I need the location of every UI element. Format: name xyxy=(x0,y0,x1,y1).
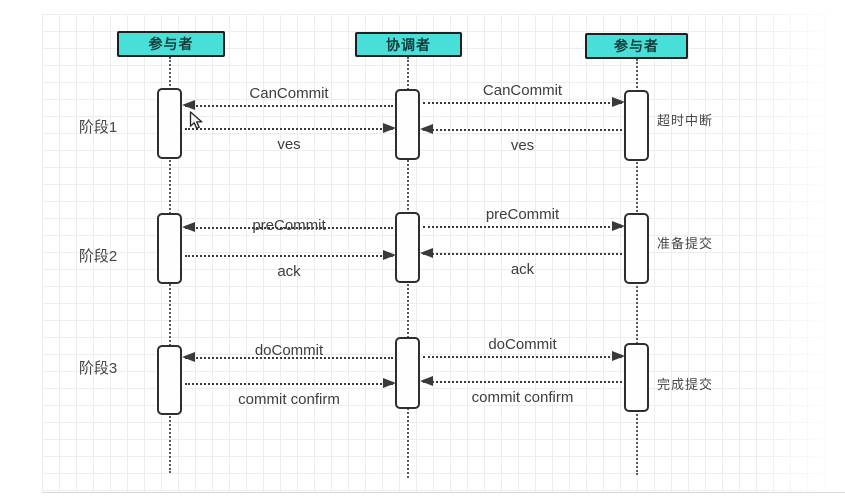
message-label: doCommit xyxy=(488,336,557,353)
message-line xyxy=(423,356,622,358)
message-line xyxy=(185,357,393,359)
message-line xyxy=(423,129,622,131)
message-label: ves xyxy=(510,137,535,154)
message-line xyxy=(423,102,622,104)
arrowhead-right-icon xyxy=(383,123,396,133)
grid-fade xyxy=(755,14,845,492)
message-line xyxy=(185,128,393,130)
activation-right-phase1[interactable] xyxy=(624,90,649,161)
arrowhead-left-icon xyxy=(420,248,433,258)
actor-coordinator[interactable]: 协调者 xyxy=(355,32,462,57)
arrowhead-left-icon xyxy=(182,100,195,110)
activation-right-phase2[interactable] xyxy=(624,213,649,284)
phase2-label: 阶段2 xyxy=(78,248,118,265)
actor-participant-left[interactable]: 参与者 xyxy=(117,31,225,57)
arrowhead-left-icon xyxy=(182,352,195,362)
message-label: CanCommit xyxy=(482,82,563,99)
message-line xyxy=(423,226,622,228)
message-label: ack xyxy=(510,261,535,278)
activation-mid-phase2[interactable] xyxy=(395,212,420,283)
phase3-label: 阶段3 xyxy=(78,360,118,377)
actor-label: 参与者 xyxy=(614,38,659,54)
activation-mid-phase1[interactable] xyxy=(395,89,420,160)
arrow-cursor-icon xyxy=(189,111,205,136)
arrowhead-right-icon xyxy=(612,221,625,231)
actor-participant-right[interactable]: 参与者 xyxy=(585,33,688,59)
activation-left-phase2[interactable] xyxy=(157,213,182,284)
message-line xyxy=(423,253,622,255)
arrowhead-right-icon xyxy=(612,97,625,107)
arrowhead-right-icon xyxy=(612,351,625,361)
arrowhead-right-icon xyxy=(383,378,396,388)
message-line xyxy=(185,227,393,229)
message-label: preCommit xyxy=(485,206,560,223)
activation-mid-phase3[interactable] xyxy=(395,337,420,409)
message-label: preCommit xyxy=(252,217,326,234)
phase1-label: 阶段1 xyxy=(78,119,118,136)
message-label: doCommit xyxy=(254,342,324,359)
message-label: commit confirm xyxy=(238,391,340,408)
actor-label: 协调者 xyxy=(386,36,431,53)
message-line xyxy=(185,255,393,257)
message-label: ack xyxy=(277,263,301,280)
phase2-note: 准备提交 xyxy=(657,236,714,251)
message-label: ves xyxy=(277,136,301,153)
activation-left-phase1[interactable] xyxy=(157,88,182,159)
arrowhead-left-icon xyxy=(182,222,195,232)
actor-label: 参与者 xyxy=(148,36,194,52)
activation-right-phase3[interactable] xyxy=(624,343,649,412)
arrowhead-left-icon xyxy=(420,376,433,386)
message-line xyxy=(423,381,622,383)
arrowhead-right-icon xyxy=(383,250,396,260)
message-label: CanCommit xyxy=(249,85,329,102)
activation-left-phase3[interactable] xyxy=(157,345,182,415)
message-line xyxy=(185,383,393,385)
arrowhead-left-icon xyxy=(420,124,433,134)
phase1-note: 超时中断 xyxy=(657,113,714,128)
message-label: commit confirm xyxy=(471,389,574,406)
message-line xyxy=(185,105,393,107)
phase3-note: 完成提交 xyxy=(657,377,714,392)
